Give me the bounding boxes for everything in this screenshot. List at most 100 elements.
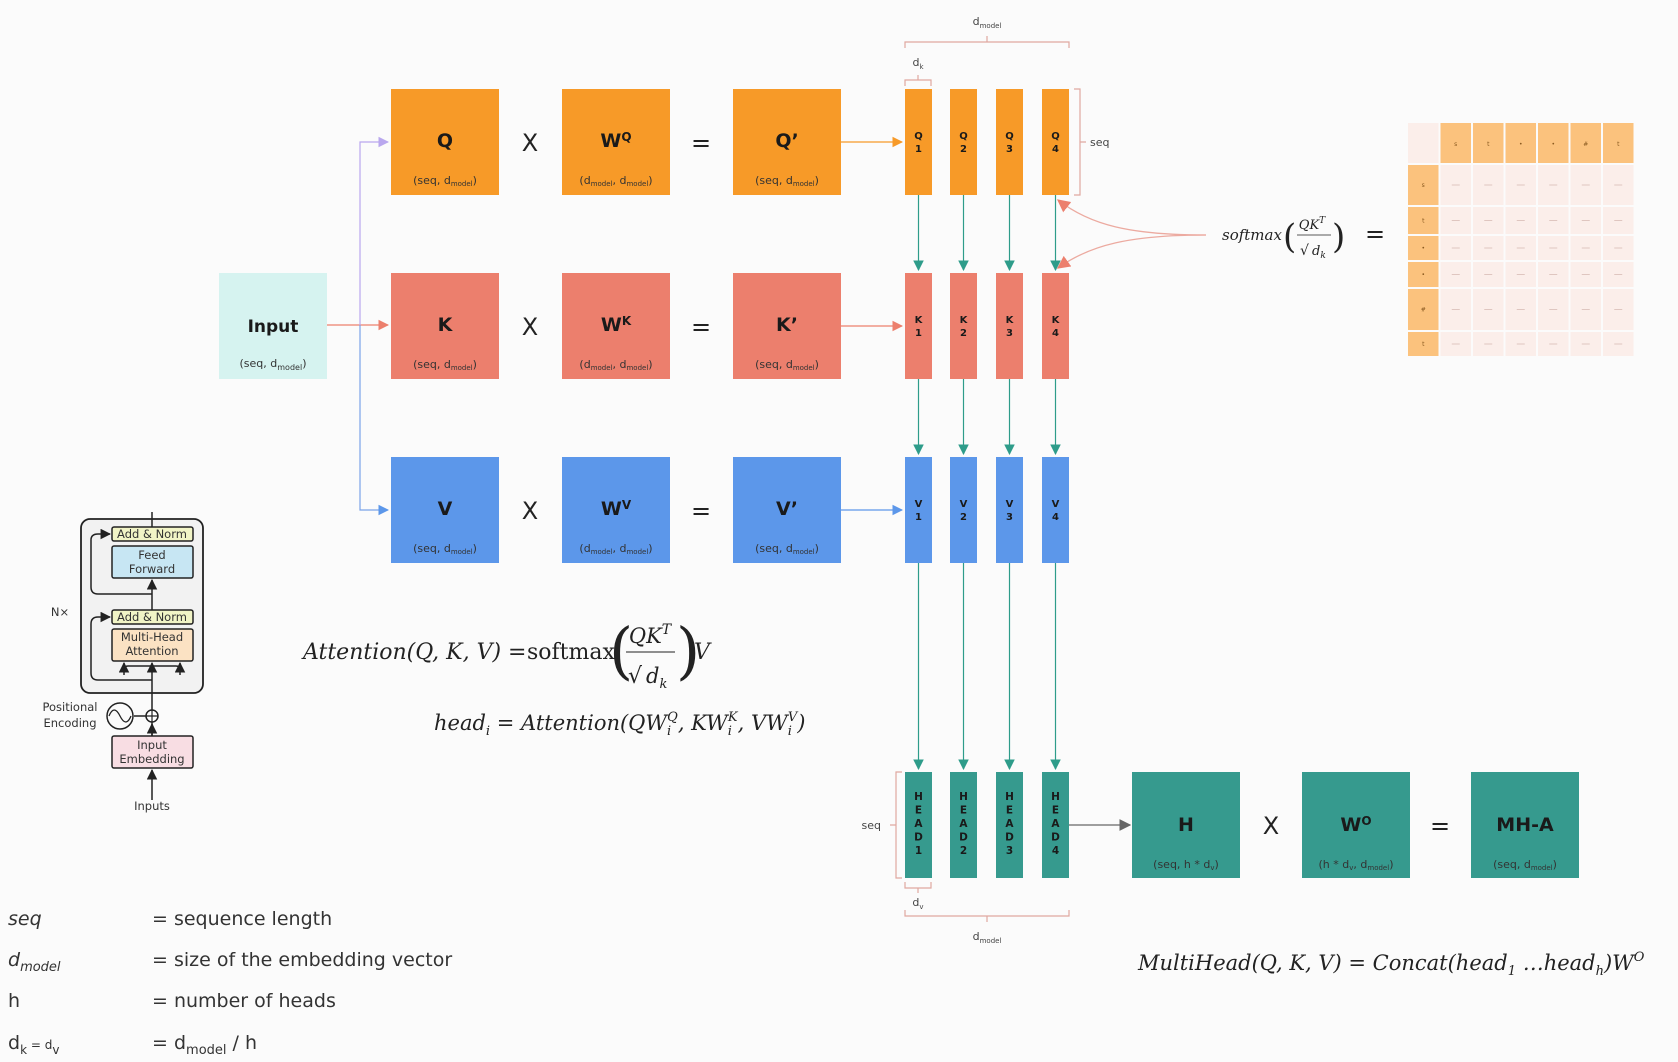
- softmax-numerator: QKT: [1299, 216, 1326, 233]
- v-input-matrix-box: [391, 457, 499, 563]
- head-letter: D: [914, 832, 923, 844]
- wq-weight-matrix-label: WQ: [600, 130, 631, 152]
- matrix-row-token: •: [1421, 245, 1425, 252]
- v-split-index: 2: [960, 512, 967, 523]
- inputs-label: Inputs: [134, 799, 170, 813]
- k-split-3: K3: [996, 273, 1023, 379]
- input-embedding-label-2: Embedding: [119, 752, 184, 766]
- wo-label: WO: [1340, 814, 1371, 836]
- d-k-bracket: [904, 75, 932, 86]
- add-norm-bottom-label: Add & Norm: [117, 610, 187, 624]
- q-split-box: [996, 89, 1023, 195]
- d-model-bracket-top: [904, 36, 1070, 48]
- k-prime-matrix: K’(seq, dmodel): [733, 273, 841, 379]
- mha-box: [1471, 772, 1579, 878]
- k-times-operator: X: [522, 313, 538, 341]
- head-letter: D: [1005, 832, 1014, 844]
- input-connectors: [327, 136, 390, 516]
- add-norm-top: [111, 526, 194, 542]
- d-v-bracket: [904, 882, 932, 893]
- encoder-outer-box: [80, 518, 204, 694]
- k-split-box: [1042, 273, 1069, 379]
- legend-symbol-dmodel: dmodel: [8, 949, 61, 975]
- head-letter: H: [1051, 791, 1060, 803]
- k-input-matrix-label: K: [438, 314, 454, 336]
- head-letter: A: [959, 818, 968, 830]
- q-split-letter: Q: [1005, 131, 1014, 142]
- input-embedding-label-1: Input: [137, 738, 167, 752]
- matrix-column-header: [1440, 123, 1471, 163]
- attention-numerator: QKT: [629, 622, 673, 648]
- k-split-index: 3: [1006, 328, 1013, 339]
- matrix-row-token: t: [1422, 218, 1425, 225]
- q-prime-matrix-box: [733, 89, 841, 195]
- head-letter: H: [959, 791, 968, 803]
- d-model-label-top: dmodel: [973, 15, 1002, 30]
- q-input-matrix-label: Q: [437, 130, 453, 152]
- head-index: 2: [960, 845, 967, 857]
- bottom-brackets: [890, 771, 1070, 922]
- multihead-formula: MultiHead(Q, K, V) = Concat(head1 …headh…: [1137, 950, 1645, 979]
- legend: seq = sequence length dmodel = size of t…: [8, 908, 452, 1058]
- v-split-letter: V: [915, 499, 923, 510]
- matrix-column-token: •: [1551, 141, 1555, 148]
- head-box: [1042, 772, 1069, 878]
- matrix-row-header: [1408, 262, 1439, 287]
- k-split-box: [950, 273, 977, 379]
- nx-label: N×: [51, 605, 69, 619]
- softmax-denominator: dk: [1312, 244, 1326, 261]
- softmax-connectors: [1056, 199, 1207, 269]
- head-index: 4: [1052, 845, 1059, 857]
- q-split-index: 4: [1052, 144, 1059, 155]
- head-index: 1: [915, 845, 922, 857]
- q-equals-operator: =: [691, 129, 711, 157]
- h-matrix: H (seq, h * dv): [1132, 772, 1240, 878]
- q-input-matrix-dims: (seq, dmodel): [413, 174, 477, 188]
- q-prime-matrix-dims: (seq, dmodel): [755, 174, 819, 188]
- seq-bracket-heads: [890, 771, 902, 879]
- k-split-2: K2: [950, 273, 977, 379]
- mha-label: MH-A: [1496, 814, 1554, 836]
- v-split-2: V2: [950, 457, 977, 563]
- sine-wave-icon: [106, 702, 134, 730]
- attention-tail: V: [694, 640, 712, 665]
- head-formula: headi = Attention(QWiQ, KWiK, VWiV): [434, 710, 805, 739]
- input-embedding-box: [111, 735, 194, 769]
- wq-weight-matrix: WQ(dmodel, dmodel): [562, 89, 670, 195]
- projection-rows: Q (seq, dmodel) WQ(dmodel, dmodel) Q’ (seq, …: [391, 89, 1069, 563]
- q-split-index: 2: [960, 144, 967, 155]
- softmax-paren-open: (: [1283, 217, 1296, 257]
- q-split-box: [905, 89, 932, 195]
- v-split-box: [905, 457, 932, 563]
- head-letter: E: [1006, 805, 1013, 817]
- input-node: Input (seq, dmodel): [219, 273, 327, 379]
- q-split-letter: Q: [959, 131, 968, 142]
- wk-weight-matrix-box: [562, 273, 670, 379]
- multihead-formula-text: MultiHead(Q, K, V) = Concat(head1 …headh…: [1137, 950, 1645, 979]
- matrix-column-header: [1473, 123, 1504, 163]
- q-split-1: Q1: [905, 89, 932, 195]
- v-split-letter: V: [960, 499, 968, 510]
- v-split-letter: V: [1006, 499, 1014, 510]
- v-prime-matrix-label: V’: [776, 498, 798, 520]
- v-split-letter: V: [1052, 499, 1060, 510]
- softmax-to-q-arrow: [1056, 199, 1207, 236]
- q-split-letter: Q: [914, 131, 923, 142]
- softmax-fn: softmax: [1222, 226, 1282, 244]
- matrix-row-token: •: [1421, 272, 1425, 279]
- legend-symbol-h: h: [8, 990, 20, 1012]
- k-split-1: K1: [905, 273, 932, 379]
- q-row: Q (seq, dmodel) WQ(dmodel, dmodel) Q’ (seq, …: [391, 89, 1069, 195]
- v-prime-matrix-box: [733, 457, 841, 563]
- matrix-column-header: [1570, 123, 1601, 163]
- softmax-paren-close: ): [1332, 217, 1345, 257]
- v-split-box: [996, 457, 1023, 563]
- v-split-box: [1042, 457, 1069, 563]
- matrix-column-token: #: [1583, 141, 1588, 148]
- matrix-column-token: s: [1454, 141, 1457, 148]
- attention-paren-close: ): [676, 614, 700, 687]
- q-prime-matrix-label: Q’: [775, 130, 798, 152]
- head-box: [950, 772, 977, 878]
